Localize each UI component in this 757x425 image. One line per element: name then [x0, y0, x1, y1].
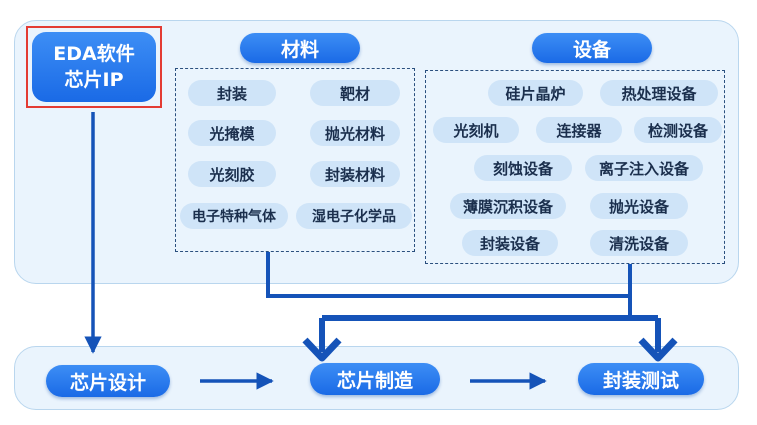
equipment-item-ion-implant: 离子注入设备: [585, 155, 703, 181]
arrowhead-manufacture: [302, 337, 342, 362]
material-item-photoresist: 光刻胶: [188, 161, 276, 187]
equipment-title: 设备: [532, 33, 652, 63]
equipment-item-packaging: 封装设备: [462, 230, 558, 256]
material-item-target: 靶材: [310, 80, 400, 106]
equipment-item-etching: 刻蚀设备: [474, 155, 572, 181]
chip-ip-label: 芯片IP: [64, 69, 124, 91]
material-item-packaging: 封装: [188, 80, 276, 106]
materials-connector-line: [266, 252, 630, 298]
flow-node-chip-manufacture[interactable]: 芯片制造: [310, 363, 440, 395]
materials-title: 材料: [240, 33, 360, 63]
equipment-item-cleaning: 清洗设备: [590, 230, 688, 256]
eda-ip-highlight-box: EDA软件 芯片IP: [26, 26, 162, 108]
equipment-item-thin-film: 薄膜沉积设备: [450, 193, 566, 219]
arrowhead-package-test: [638, 337, 678, 362]
flow-node-chip-design[interactable]: 芯片设计: [46, 365, 170, 397]
equipment-item-heat-treatment: 热处理设备: [600, 80, 718, 106]
equipment-item-crystal-furnace: 硅片晶炉: [488, 80, 583, 106]
material-item-polishing-material: 抛光材料: [310, 120, 400, 146]
eda-ip-node[interactable]: EDA软件 芯片IP: [32, 32, 156, 102]
equipment-box: [425, 70, 725, 264]
equipment-item-lithography: 光刻机: [433, 117, 519, 143]
flow-node-package-test[interactable]: 封装测试: [578, 363, 704, 395]
material-item-special-gas: 电子特种气体: [180, 203, 288, 229]
material-item-wet-chemicals: 湿电子化学品: [296, 203, 412, 229]
eda-label: EDA软件: [53, 43, 135, 65]
material-item-photomask: 光掩模: [188, 120, 276, 146]
material-item-packaging-material: 封装材料: [310, 161, 400, 187]
equipment-item-polishing: 抛光设备: [590, 193, 688, 219]
equipment-item-connector: 连接器: [536, 117, 622, 143]
equipment-item-inspection: 检测设备: [634, 117, 722, 143]
materials-box: [175, 68, 415, 252]
